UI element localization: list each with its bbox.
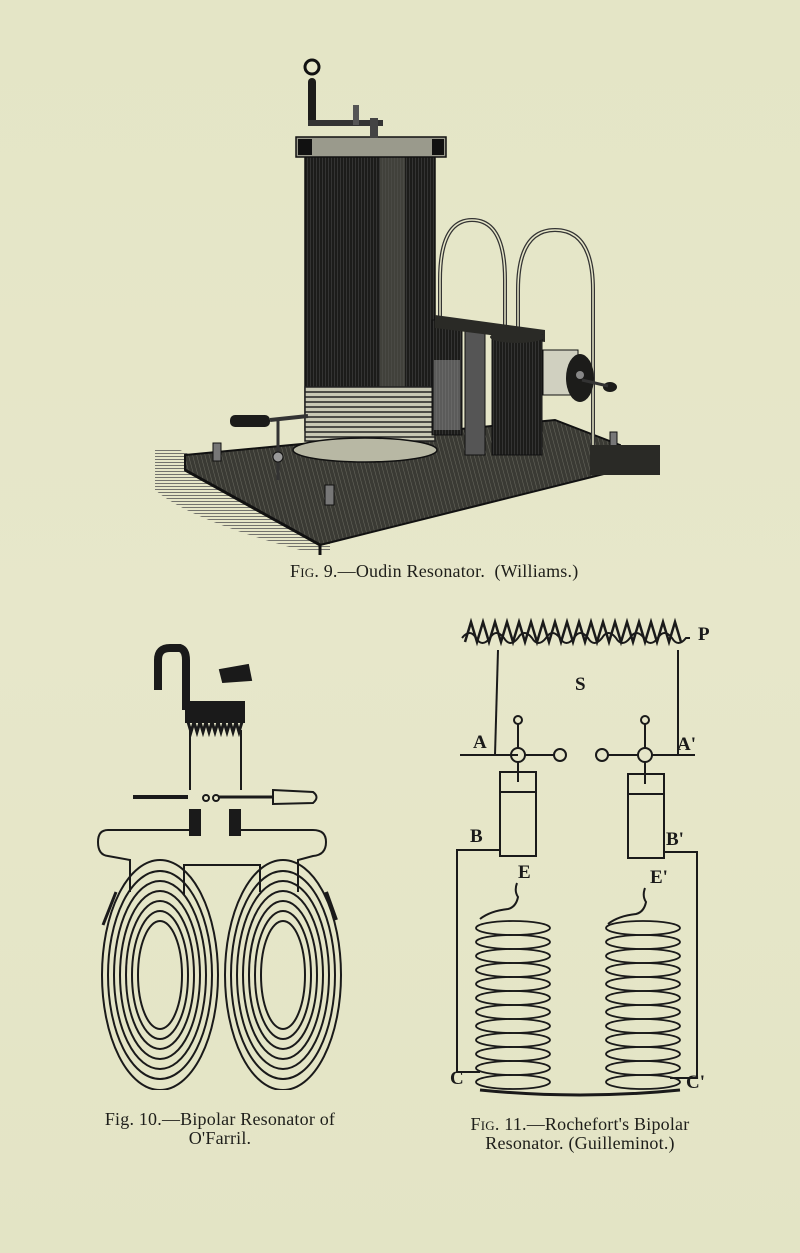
figure-9-attribution: (Williams.) — [494, 561, 579, 581]
label-C-prime: C' — [686, 1072, 705, 1093]
figure-11-caption-line2: Resonator. (Guilleminot.) — [485, 1133, 675, 1153]
figure-10-caption: Fig. 10.—Bipolar Resonator of O'Farril. — [70, 1110, 370, 1148]
label-B: B — [470, 826, 483, 847]
label-A: A — [473, 732, 487, 753]
leyden-jar-right — [491, 334, 543, 456]
left-spiral-coil — [101, 859, 219, 1090]
bipolar-resonator-ofarril-diagram — [88, 630, 363, 1090]
label-P: P — [698, 624, 710, 645]
side-lever — [230, 414, 309, 480]
label-B-prime: B' — [666, 829, 684, 850]
figure-9-caption: Fig. 9.—Oudin Resonator. (Williams.) — [290, 562, 610, 581]
figure-11-caption-line1: 11.—Rochefort's Bipolar — [504, 1114, 690, 1134]
figure-9-title: 9.—Oudin Resonator. — [323, 561, 486, 581]
rochefort-bipolar-resonator-diagram: P S A — [440, 610, 730, 1100]
figure-11-prefix: Fig. — [470, 1114, 500, 1134]
helix-coil-C — [475, 920, 551, 1090]
figure-9-prefix: Fig. — [290, 561, 320, 581]
label-C: C — [450, 1068, 464, 1089]
secondary-coil-S — [463, 617, 683, 647]
figure-10-caption-line1: Fig. 10.—Bipolar Resonator of — [104, 1109, 336, 1129]
main-cylinder — [304, 149, 436, 431]
coil-windings — [304, 386, 436, 442]
crank-handle — [154, 644, 190, 710]
jar-B — [499, 771, 537, 857]
label-S: S — [575, 674, 586, 695]
label-E-prime: E' — [650, 867, 668, 888]
jar-B-prime — [627, 773, 665, 859]
spark-gap — [133, 788, 318, 806]
label-A-prime: A' — [677, 734, 696, 755]
primary-coil-P — [461, 632, 690, 644]
cylinder-cap — [295, 136, 447, 158]
label-E: E — [518, 862, 531, 883]
primary-coil — [185, 701, 245, 738]
crank-handle — [303, 58, 383, 138]
oudin-resonator-illustration — [150, 50, 670, 555]
helix-coil-C-prime — [605, 920, 681, 1090]
figure-11-caption: Fig. 11.—Rochefort's Bipolar Resonator. … — [430, 1115, 730, 1153]
right-spiral-coil — [224, 859, 342, 1090]
figure-10-caption-line2: O'Farril. — [188, 1128, 252, 1148]
